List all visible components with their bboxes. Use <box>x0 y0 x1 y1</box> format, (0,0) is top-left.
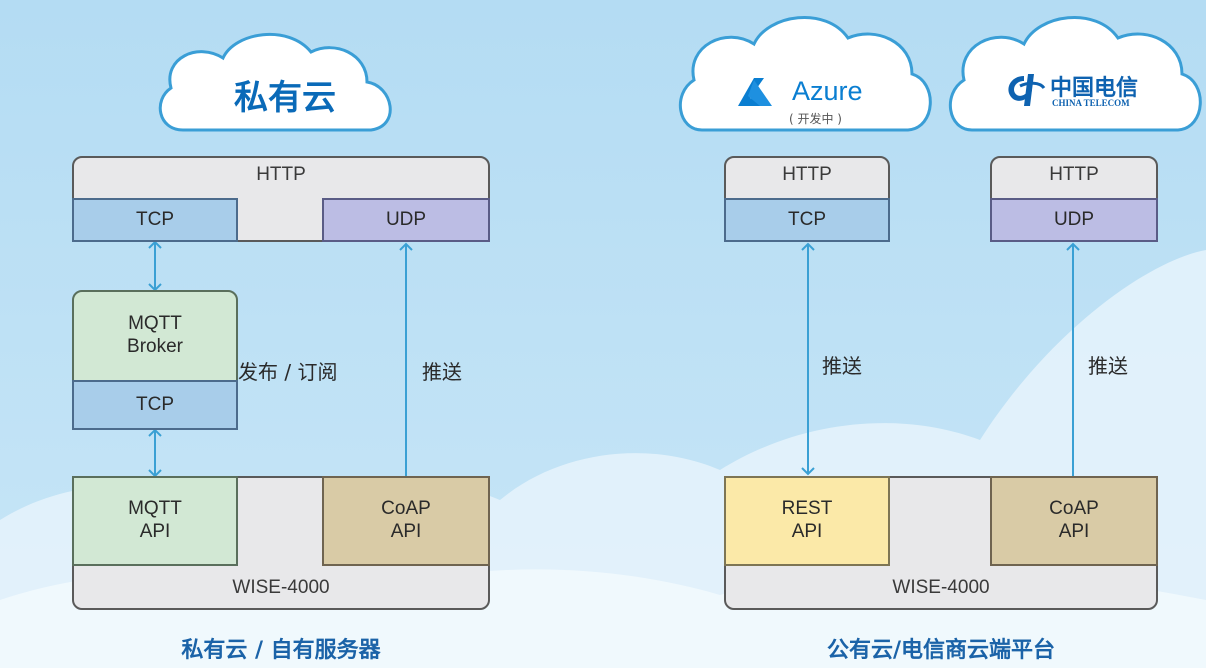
azure-push-label: 推送 <box>822 354 862 378</box>
pubsub-label: 发布 / 订阅 <box>238 360 338 384</box>
cloud-icon <box>158 32 392 132</box>
rest-api-line2: API <box>791 521 823 542</box>
public-caption: 公有云/电信商云端平台 <box>826 638 1056 663</box>
telecom-name-en: CHINA TELECOM <box>1052 98 1130 108</box>
mqtt-broker-line1: MQTT <box>128 313 182 335</box>
telecom-push-label: 推送 <box>1088 354 1128 378</box>
coap-api-line2: API <box>390 521 422 542</box>
private-udp-layer: UDP <box>322 198 490 242</box>
mqtt-broker-line2: Broker <box>127 336 183 357</box>
azure-status: ( 开发中 ) <box>789 112 842 126</box>
private-coap-api: CoAP API <box>322 476 490 566</box>
telecom-name-cn: 中国电信 <box>1050 76 1139 101</box>
azure-logo-icon <box>738 78 772 106</box>
private-caption: 私有云 / 自有服务器 <box>181 638 381 663</box>
china-telecom-logo-icon <box>1008 74 1046 106</box>
mqtt-api-line1: MQTT <box>128 498 182 520</box>
private-tcp-layer: TCP <box>72 198 238 242</box>
public-coap-api: CoAP API <box>990 476 1158 566</box>
rest-api-line1: REST <box>781 498 833 520</box>
rest-api: REST API <box>724 476 890 566</box>
mqtt-api: MQTT API <box>72 476 238 566</box>
coap-api-line1: CoAP <box>381 498 431 520</box>
mqtt-broker: MQTT Broker <box>72 290 238 382</box>
azure-name: Azure <box>792 76 863 106</box>
broker-tcp-layer: TCP <box>72 380 238 430</box>
mqtt-api-line2: API <box>139 521 171 542</box>
azure-tcp-layer: TCP <box>724 198 890 242</box>
cloud-icon <box>948 16 1202 132</box>
private-push-label: 推送 <box>422 360 462 384</box>
public-coap-api-line2: API <box>1058 521 1090 542</box>
private-cloud-title: 私有云 <box>234 78 336 118</box>
public-coap-api-line1: CoAP <box>1049 498 1099 520</box>
telecom-udp-layer: UDP <box>990 198 1158 242</box>
